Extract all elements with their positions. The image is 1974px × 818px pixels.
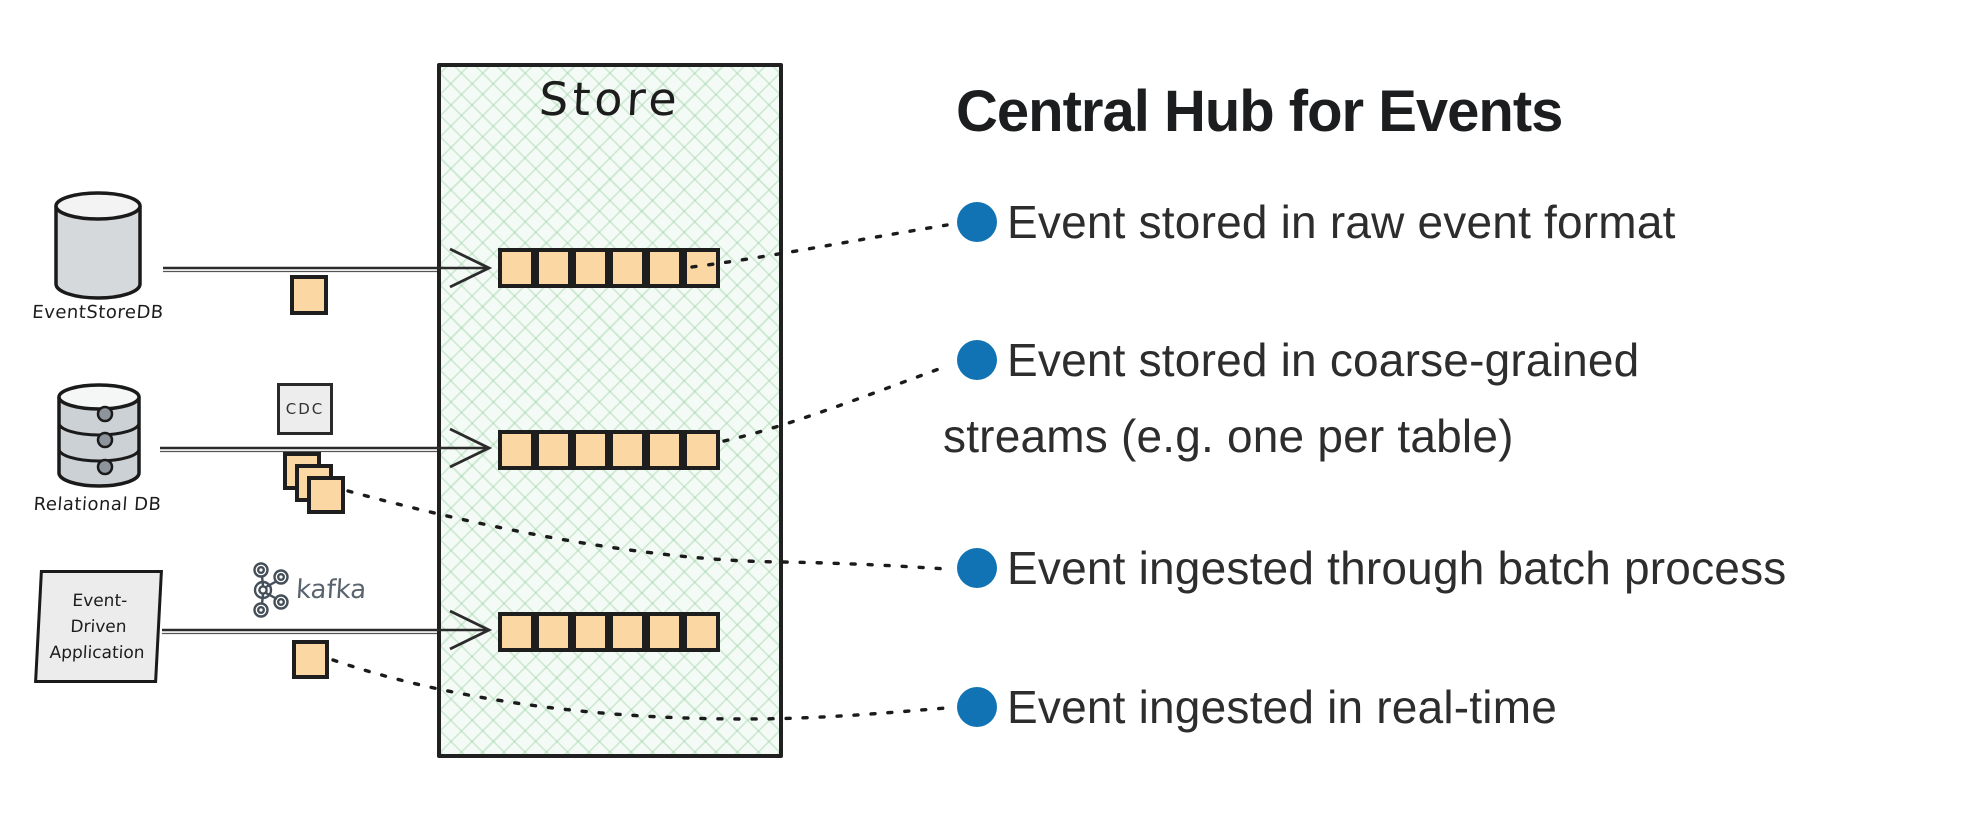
relational-db-label: Relational DB — [32, 494, 163, 515]
event-cell — [535, 430, 572, 470]
event-stream-row-realtime — [498, 612, 720, 652]
event-square — [290, 275, 328, 315]
event-cell — [609, 430, 646, 470]
bullet-text-coarse-grained-line1: Event stored in coarse-grained — [1007, 334, 1640, 386]
eda-line-1: Event- — [71, 590, 128, 611]
event-cell — [498, 430, 535, 470]
eda-line-3: Application — [49, 642, 146, 663]
event-cell — [498, 248, 535, 288]
store-title: Store — [537, 72, 683, 126]
event-cell — [609, 248, 646, 288]
bullet-text-raw-format: Event stored in raw event format — [1007, 196, 1676, 248]
event-cell — [572, 612, 609, 652]
event-cell — [646, 430, 683, 470]
event-cell — [646, 248, 683, 288]
relational-db-cylinder-icon — [57, 383, 141, 488]
event-cell — [535, 612, 572, 652]
event-driven-application-box: Event- Driven Application — [34, 570, 163, 683]
bullet-dot — [957, 687, 997, 727]
bullet-dot — [957, 548, 997, 588]
bullet-dot — [957, 340, 997, 380]
panel-title: Central Hub for Events — [956, 79, 1563, 144]
event-cell — [646, 612, 683, 652]
event-cell — [572, 248, 609, 288]
event-cell — [572, 430, 609, 470]
event-square — [292, 640, 329, 679]
event-square-stack-front — [307, 476, 345, 514]
event-cell — [683, 612, 720, 652]
cdc-box: CDC — [277, 383, 333, 435]
eda-line-2: Driven — [69, 616, 128, 637]
kafka-icon — [253, 562, 289, 618]
kafka-label: kafka — [294, 575, 368, 605]
event-cell — [683, 430, 720, 470]
event-stream-row-coarse — [498, 430, 720, 470]
event-cell — [498, 612, 535, 652]
bullet-text-batch-process: Event ingested through batch process — [1007, 542, 1787, 594]
store-container — [437, 63, 783, 758]
bullet-text-real-time: Event ingested in real-time — [1007, 681, 1558, 733]
event-cell — [609, 612, 646, 652]
bullet-dot — [957, 202, 997, 242]
kafka-logo: kafka — [246, 560, 368, 620]
eventstoredb-cylinder-icon — [54, 191, 142, 300]
event-stream-row-raw — [498, 248, 720, 288]
event-cell — [683, 248, 720, 288]
eventstoredb-label: EventStoreDB — [31, 302, 165, 323]
bullet-text-coarse-grained-line2: streams (e.g. one per table) — [943, 410, 1514, 462]
event-cell — [535, 248, 572, 288]
